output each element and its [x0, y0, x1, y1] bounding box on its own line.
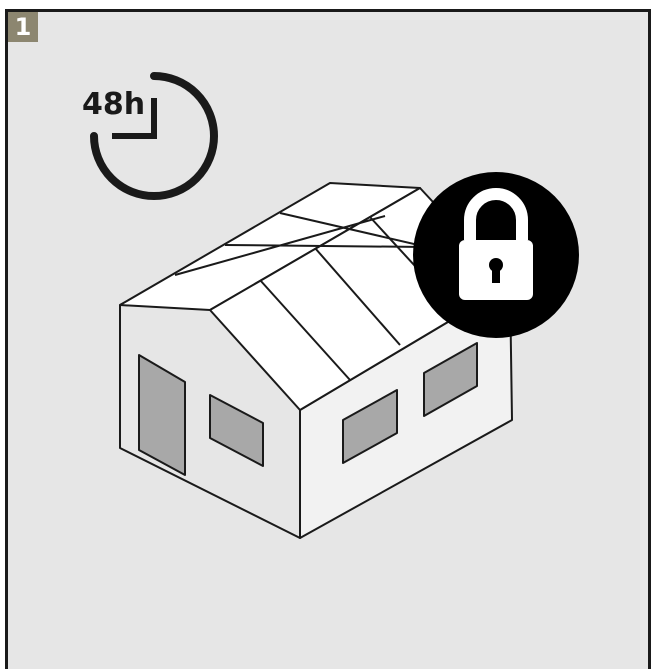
timer-label: 48h: [82, 87, 145, 122]
padlock-keyhole-slot: [492, 266, 500, 283]
clock-icon: 48h: [82, 76, 214, 196]
padlock-icon: [413, 172, 579, 338]
